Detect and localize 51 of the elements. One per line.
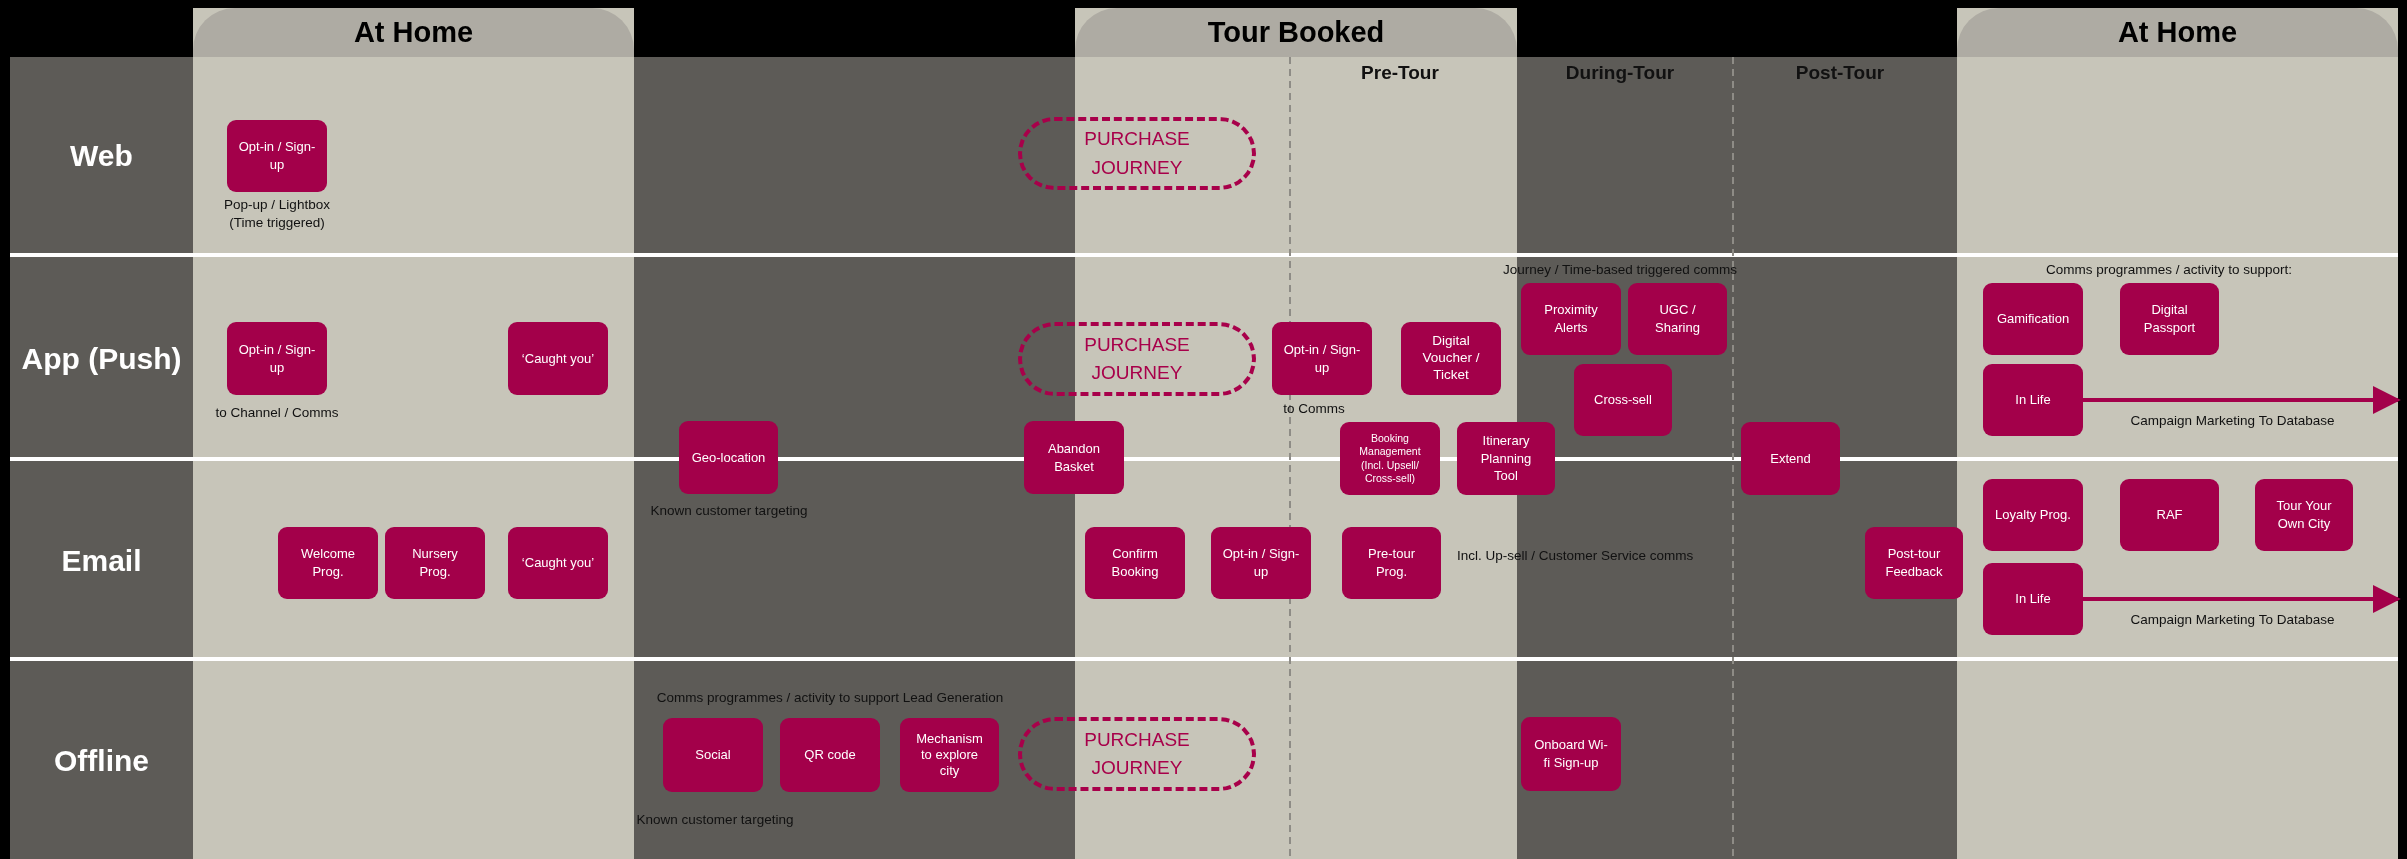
activity-box: Loyalty Prog. bbox=[1983, 479, 2083, 551]
annotation-text: to Channel / Comms bbox=[214, 404, 340, 422]
annotation-text: Known customer targeting bbox=[649, 502, 809, 520]
arrow bbox=[2083, 386, 2401, 414]
activity-box: Tour Your Own City bbox=[2255, 479, 2353, 551]
activity-box: ‘Caught you’ bbox=[508, 322, 608, 395]
column-heading: At Home bbox=[353, 16, 474, 49]
activity-box: ‘Caught you’ bbox=[508, 527, 608, 599]
phase-column bbox=[1957, 8, 2398, 859]
annotation-text: to Comms bbox=[1282, 400, 1346, 418]
phase-heading: Pre-Tour bbox=[1360, 62, 1440, 84]
annotation-text: Comms programmes / activity to support Lead Generation bbox=[655, 689, 1005, 707]
activity-box: Onboard Wi-fi Sign-up bbox=[1521, 717, 1621, 791]
activity-box: Abandon Basket bbox=[1024, 421, 1124, 494]
purchase-journey-pill: PURCHASE JOURNEY bbox=[1018, 117, 1256, 190]
activity-box: Gamification bbox=[1983, 283, 2083, 355]
activity-box: Extend bbox=[1741, 422, 1840, 495]
activity-box: QR code bbox=[780, 718, 880, 792]
phase-heading: Post-Tour bbox=[1794, 62, 1886, 84]
activity-box: Opt-in / Sign-up bbox=[1211, 527, 1311, 599]
activity-box: Opt-in / Sign-up bbox=[227, 120, 327, 192]
activity-box: Welcome Prog. bbox=[278, 527, 378, 599]
annotation-text: Comms programmes / activity to support: bbox=[2044, 261, 2294, 279]
activity-box: Mechanism to explore city bbox=[900, 718, 999, 792]
annotation-text: Known customer targeting bbox=[635, 811, 795, 829]
activity-box: Opt-in / Sign-up bbox=[1272, 322, 1372, 395]
purchase-journey-pill: PURCHASE JOURNEY bbox=[1018, 322, 1256, 396]
activity-box: Nursery Prog. bbox=[385, 527, 485, 599]
activity-box: Cross-sell bbox=[1574, 364, 1672, 436]
activity-box: UGC / Sharing bbox=[1628, 283, 1727, 355]
purchase-journey-pill: PURCHASE JOURNEY bbox=[1018, 717, 1256, 791]
activity-box: Geo-location bbox=[679, 421, 778, 494]
activity-box: Post-tour Feedback bbox=[1865, 527, 1963, 599]
phase-heading: During-Tour bbox=[1564, 62, 1676, 84]
activity-box: Opt-in / Sign-up bbox=[227, 322, 327, 395]
phase-column bbox=[193, 8, 634, 859]
activity-box: Digital Voucher / Ticket bbox=[1401, 322, 1501, 395]
column-heading: Tour Booked bbox=[1207, 16, 1385, 49]
activity-box: In Life bbox=[1983, 364, 2083, 436]
activity-box: RAF bbox=[2120, 479, 2219, 551]
activity-box: Booking Management (Incl. Upsell/ Cross-sell) bbox=[1340, 422, 1440, 495]
column-heading: At Home bbox=[2117, 16, 2238, 49]
activity-box: Confirm Booking bbox=[1085, 527, 1185, 599]
activity-box: In Life bbox=[1983, 563, 2083, 635]
arrow bbox=[2083, 585, 2401, 613]
annotation-text: Pop-up / Lightbox (Time triggered) bbox=[223, 196, 331, 233]
activity-box: Social bbox=[663, 718, 763, 792]
activity-box: Pre-tour Prog. bbox=[1342, 527, 1441, 599]
activity-box: Digital Passport bbox=[2120, 283, 2219, 355]
activity-box: Proximity Alerts bbox=[1521, 283, 1621, 355]
activity-box: Itinerary Planning Tool bbox=[1457, 422, 1555, 495]
